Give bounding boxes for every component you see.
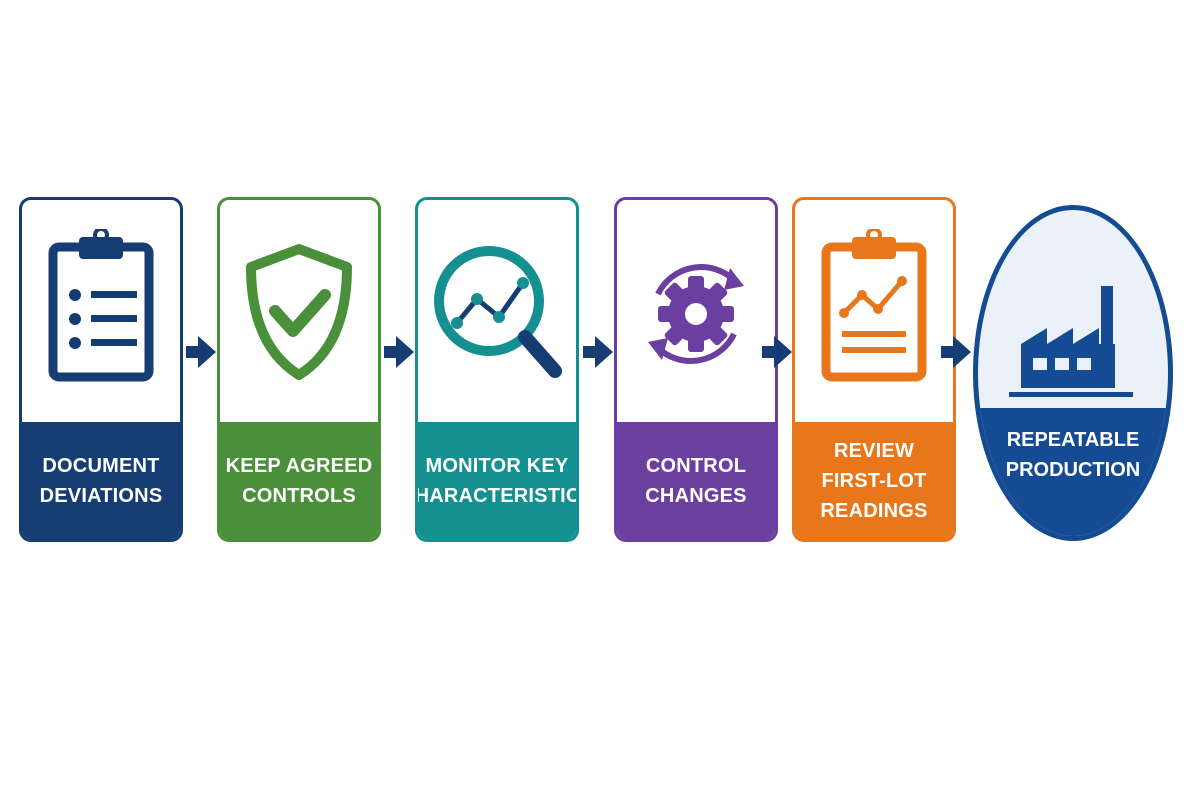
step-label: REVIEW FIRST-LOT READINGS — [795, 422, 953, 539]
step-card-keep-agreed-controls: KEEP AGREED CONTROLS — [217, 197, 381, 542]
step-label-line1: MONITOR KEY — [425, 454, 569, 477]
step-label: MONITOR KEY CHARACTERISTICS — [418, 422, 576, 539]
arrow-right-icon — [186, 336, 216, 368]
step-label-line2: READINGS — [820, 499, 928, 522]
step-label-line2: CHARACTERISTICS — [415, 484, 576, 507]
step-label-line2: CONTROLS — [242, 484, 356, 507]
factory-icon — [1009, 286, 1133, 397]
magnifier-trend-icon — [434, 246, 562, 378]
step-card-monitor-key-characteristics: MONITOR KEY CHARACTERISTICS — [415, 197, 579, 542]
step-label-line2: DEVIATIONS — [39, 484, 163, 507]
step-card-document-deviations: DOCUMENT DEVIATIONS — [19, 197, 183, 542]
step-icon-area — [418, 200, 576, 428]
clipboard-chart-icon — [821, 229, 927, 382]
step-label: DOCUMENT DEVIATIONS — [22, 422, 180, 539]
step-label-line1: REVIEW FIRST-LOT — [821, 439, 927, 492]
step-icon-area — [795, 200, 953, 428]
step-icon-area — [220, 200, 378, 428]
step-label-line1: CONTROL — [645, 454, 747, 477]
step-label-line1: KEEP AGREED — [225, 454, 373, 477]
arrow-right-icon — [384, 336, 414, 368]
step-label: KEEP AGREED CONTROLS — [220, 422, 378, 539]
shield-check-icon — [246, 244, 352, 380]
gear-cycle-icon — [648, 264, 744, 364]
step-icon-area — [617, 200, 775, 428]
outcome-label: REPEATABLE PRODUCTION — [978, 408, 1168, 536]
step-card-control-changes: CONTROL CHANGES — [614, 197, 778, 542]
clipboard-list-icon — [48, 229, 154, 382]
step-icon-area — [22, 200, 180, 428]
arrow-right-icon — [941, 336, 971, 368]
outcome-label-line1: REPEATABLE — [1006, 429, 1140, 451]
outcome-repeatable-production: REPEATABLE PRODUCTION — [973, 205, 1173, 541]
outcome-icon-area — [978, 210, 1168, 418]
arrow-right-icon — [583, 336, 613, 368]
arrow-right-icon — [762, 336, 792, 368]
step-card-review-first-lot-readings: REVIEW FIRST-LOT READINGS — [792, 197, 956, 542]
step-label-line1: DOCUMENT — [42, 454, 160, 477]
step-label-line2: CHANGES — [645, 484, 747, 507]
step-label: CONTROL CHANGES — [617, 422, 775, 539]
outcome-label-line2: PRODUCTION — [1005, 459, 1141, 481]
